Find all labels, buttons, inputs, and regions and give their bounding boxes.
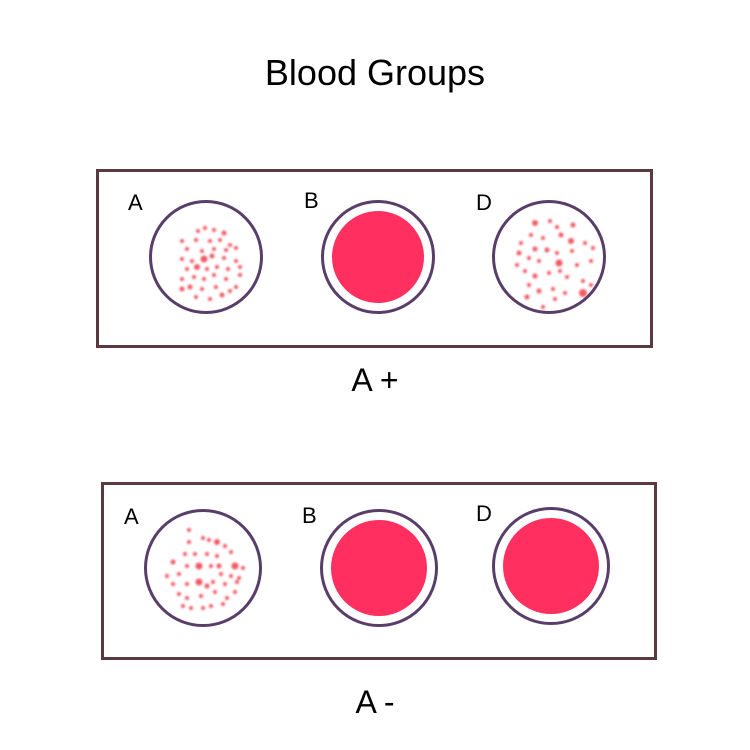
well-b-no-agglutination — [320, 509, 438, 627]
blood-sample-solid — [332, 211, 424, 303]
result-label-a-negative: A - — [355, 684, 395, 720]
result-label-a-positive: A + — [351, 362, 399, 398]
well-d-no-agglutination — [492, 507, 610, 625]
blood-sample-solid — [503, 518, 599, 614]
well-a-agglutinated — [149, 200, 263, 314]
well-a-agglutinated — [144, 509, 262, 627]
well-label-a: A — [128, 190, 143, 215]
agglutination-dots-icon — [179, 226, 242, 301]
agglutination-dots-icon — [165, 528, 245, 610]
well-label-a: A — [124, 504, 139, 529]
well-b-no-agglutination — [321, 200, 435, 314]
well-label-b: B — [304, 188, 319, 213]
well-label-d: D — [476, 501, 492, 526]
agglutination-dots-icon — [515, 219, 595, 309]
well-label-d: D — [476, 190, 492, 215]
page-title: Blood Groups — [264, 52, 486, 93]
well-label-b: B — [302, 503, 317, 528]
blood-sample-solid — [331, 520, 427, 616]
well-d-agglutinated — [492, 200, 606, 314]
